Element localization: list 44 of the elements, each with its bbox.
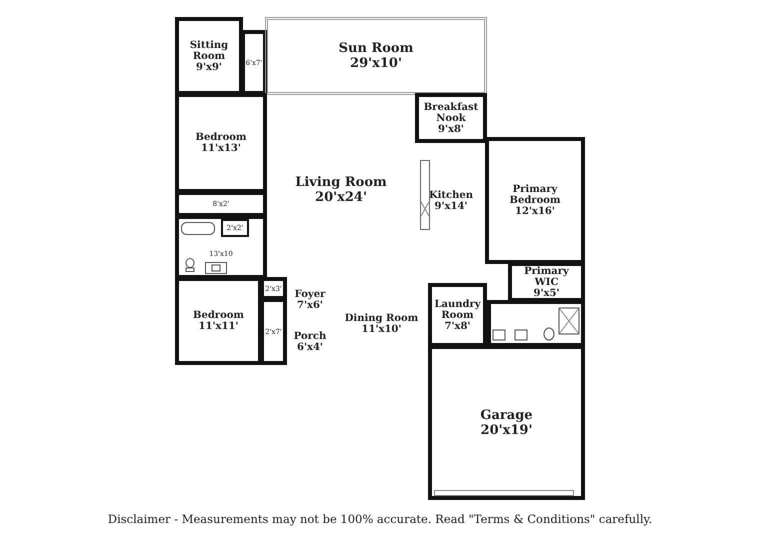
closet-area: [175, 215, 267, 279]
room-area: [175, 17, 243, 95]
room-dimensions: 9'x14': [434, 201, 468, 212]
closet-area: [241, 30, 267, 95]
closet-area: [260, 277, 287, 300]
room-name: Living Room: [295, 175, 387, 190]
sun-room: [265, 17, 487, 95]
room-name: Garage: [480, 408, 533, 422]
closet-area: [260, 298, 287, 365]
room-name: Breakfast Nook: [422, 102, 480, 124]
closet-area: [175, 191, 267, 217]
room-name: Dining Room: [344, 313, 418, 324]
room-dimensions: 9'x5': [533, 288, 560, 298]
disclaimer-text: Disclaimer - Measurements may not be 100% accurate. Read "Terms & Conditions" carefully.: [106, 512, 654, 526]
room-dimensions: 20'x24': [315, 190, 367, 205]
room-dimensions: 20'x19': [480, 422, 532, 438]
room-area: [508, 262, 585, 302]
room-name: Primary Bedroom: [508, 184, 562, 206]
garage-area: [428, 345, 585, 500]
room-dimensions: 9'x8': [438, 124, 464, 134]
room-area: [175, 277, 262, 365]
room-area: [175, 93, 267, 193]
room-area: [428, 283, 487, 347]
room-area: [415, 93, 487, 143]
room-dimensions: 6'x4': [296, 342, 323, 352]
room-dimensions: 11'x13': [201, 143, 241, 154]
room-name: Sitting Room: [188, 40, 230, 62]
room-dimensions: 11'x11': [198, 321, 238, 332]
room-area: [485, 137, 585, 264]
room-name: Porch: [294, 330, 326, 342]
closet-area: [221, 219, 249, 237]
room-dimensions: 9'x9': [196, 62, 222, 72]
room-dimensions: 11'x10': [362, 324, 402, 335]
room-name: Bedroom: [196, 132, 246, 143]
room-name: Sun Room: [338, 41, 414, 56]
room-name: Kitchen: [428, 190, 474, 201]
room-dimensions: 7'x8': [444, 320, 470, 332]
room-dimensions: 12'x16': [515, 206, 555, 217]
room-dimensions: 7'x6': [296, 300, 323, 311]
room-name: Foyer: [294, 289, 326, 300]
room-name: Primary WIC: [523, 266, 570, 288]
room-name: Bedroom: [193, 310, 244, 321]
room-name: Laundry Room: [433, 298, 482, 320]
room-dimensions: 29'x10': [350, 56, 402, 71]
